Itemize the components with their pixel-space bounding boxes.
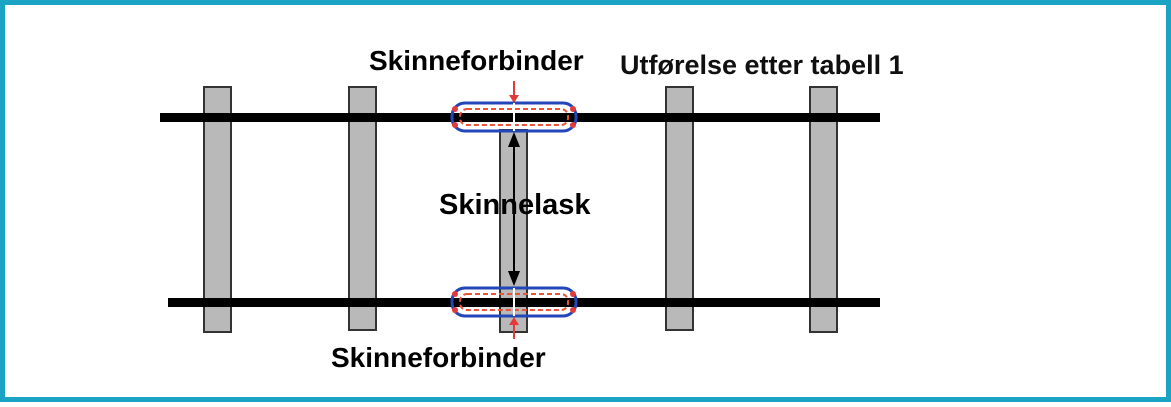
label-rail-connector-top: Skinneforbinder [369, 45, 584, 76]
rail-top [160, 113, 880, 122]
label-rail-connector-bottom: Skinneforbinder [331, 342, 546, 373]
sleeper-4 [665, 86, 694, 331]
label-execution-note: Utførelse etter tabell 1 [620, 50, 904, 80]
track-diagram [160, 81, 880, 339]
pointer-arrow-bottom [509, 317, 519, 339]
rail-connector-bottom [450, 286, 578, 318]
sleeper-2 [348, 86, 377, 331]
rail-bottom [168, 298, 880, 307]
pointer-arrow-top [509, 81, 519, 103]
label-fishplate: Skinnelask [439, 189, 591, 221]
fishplate-arrow [508, 132, 520, 286]
sleeper-1 [203, 86, 232, 333]
sleeper-5 [809, 86, 838, 333]
